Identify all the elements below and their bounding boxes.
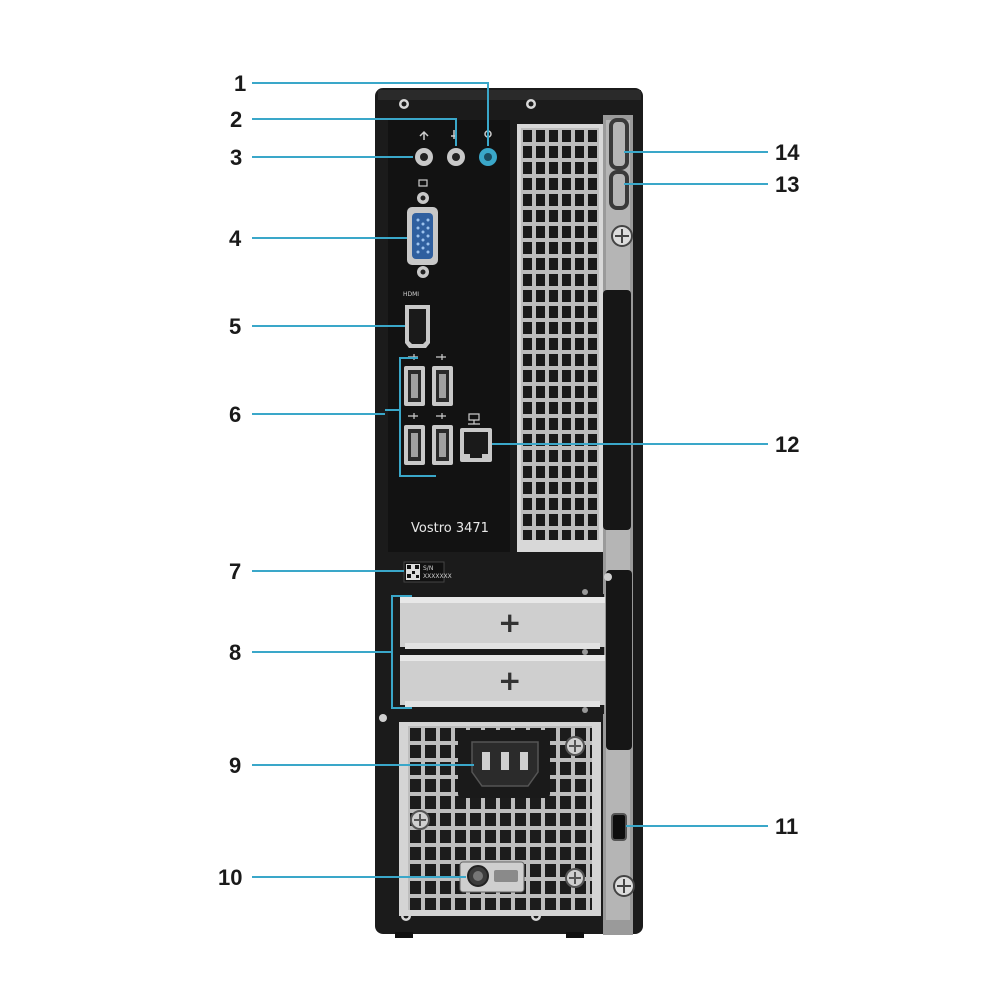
expansion-slots: + + <box>391 589 605 714</box>
io-panel: HDMI Vostro 3471 <box>385 120 510 552</box>
svg-text:S/N: S/N <box>423 565 433 572</box>
usb-group-bracket <box>399 357 436 477</box>
callout-number-2: 2 <box>230 107 242 132</box>
monitor-icon <box>418 179 428 187</box>
usb-icon <box>408 413 418 419</box>
svg-text:XXXXXXX: XXXXXXX <box>423 573 452 580</box>
callout-line-2 <box>252 118 457 146</box>
callout-number-7: 7 <box>229 559 241 584</box>
callout-line-1 <box>252 82 489 146</box>
padlock-ring <box>609 118 629 170</box>
plus-icon: + <box>498 664 521 697</box>
callout-number-9: 9 <box>229 753 241 778</box>
callout-number-1: 1 <box>234 71 246 96</box>
callout-number-13: 13 <box>775 172 799 197</box>
callout-number-10: 10 <box>218 865 242 890</box>
usb-icon <box>436 354 446 360</box>
plus-icon: + <box>498 606 521 639</box>
callout-number-5: 5 <box>229 314 241 339</box>
model-label: Vostro 3471 <box>411 521 489 536</box>
callout-lines <box>252 82 768 878</box>
callout-numbers: 1 2 3 4 5 6 7 8 9 10 11 12 13 14 <box>218 71 800 890</box>
callout-number-3: 3 <box>230 145 242 170</box>
callout-number-8: 8 <box>229 640 241 665</box>
callout-number-6: 6 <box>229 402 241 427</box>
service-tag-label: S/N XXXXXXX <box>403 561 452 583</box>
network-icon <box>468 413 480 425</box>
cover-release-latch <box>609 170 629 210</box>
audio-in-icon <box>419 130 429 140</box>
security-cable-slot <box>611 813 627 841</box>
callout-number-4: 4 <box>229 226 242 251</box>
expansion-slot-1 <box>400 597 605 647</box>
callout-number-11: 11 <box>775 814 798 839</box>
expansion-slot-2 <box>400 655 605 705</box>
hdmi-label: HDMI <box>403 291 419 298</box>
upper-vent <box>517 124 603 552</box>
power-supply <box>399 722 601 916</box>
side-panel <box>603 115 635 935</box>
callout-number-14: 14 <box>775 140 800 165</box>
callout-number-12: 12 <box>775 432 799 457</box>
usb-icon <box>436 413 446 419</box>
